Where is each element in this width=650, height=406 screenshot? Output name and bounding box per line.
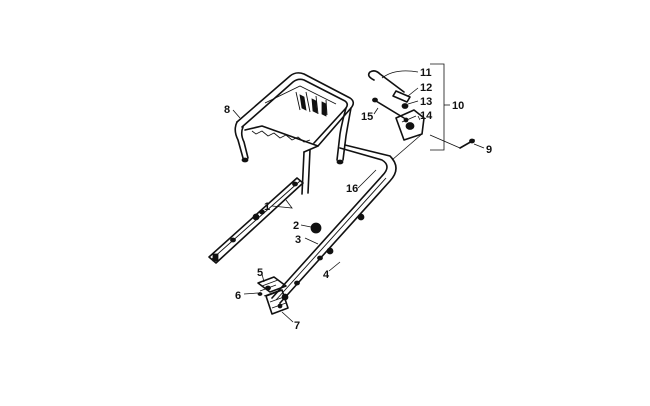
callout-9: 9 (486, 144, 492, 156)
leader-lines (232, 63, 485, 323)
callout-2: 2 (293, 220, 299, 232)
callout-1: 1 (264, 201, 270, 213)
callout-13: 13 (420, 96, 432, 108)
callout-8: 8 (224, 104, 230, 116)
callout-7: 7 (294, 320, 300, 332)
left-frame-rail (208, 177, 304, 264)
callouts: 8 1 2 3 4 5 6 7 16 11 12 13 14 15 10 9 (224, 67, 492, 332)
grommet (310, 222, 322, 234)
callout-4: 4 (323, 269, 330, 281)
callout-14: 14 (420, 110, 433, 122)
rear-rack (234, 72, 355, 195)
callout-15: 15 (361, 111, 373, 123)
hitch-pin-assembly (367, 70, 475, 149)
callout-11: 11 (420, 67, 432, 79)
u-frame (271, 144, 397, 304)
lower-bracket (257, 276, 289, 315)
callout-12: 12 (420, 82, 432, 94)
callout-6: 6 (235, 290, 241, 302)
callout-3: 3 (295, 234, 301, 246)
callout-10: 10 (452, 100, 464, 112)
callout-16: 16 (346, 183, 358, 195)
callout-5: 5 (257, 267, 263, 279)
